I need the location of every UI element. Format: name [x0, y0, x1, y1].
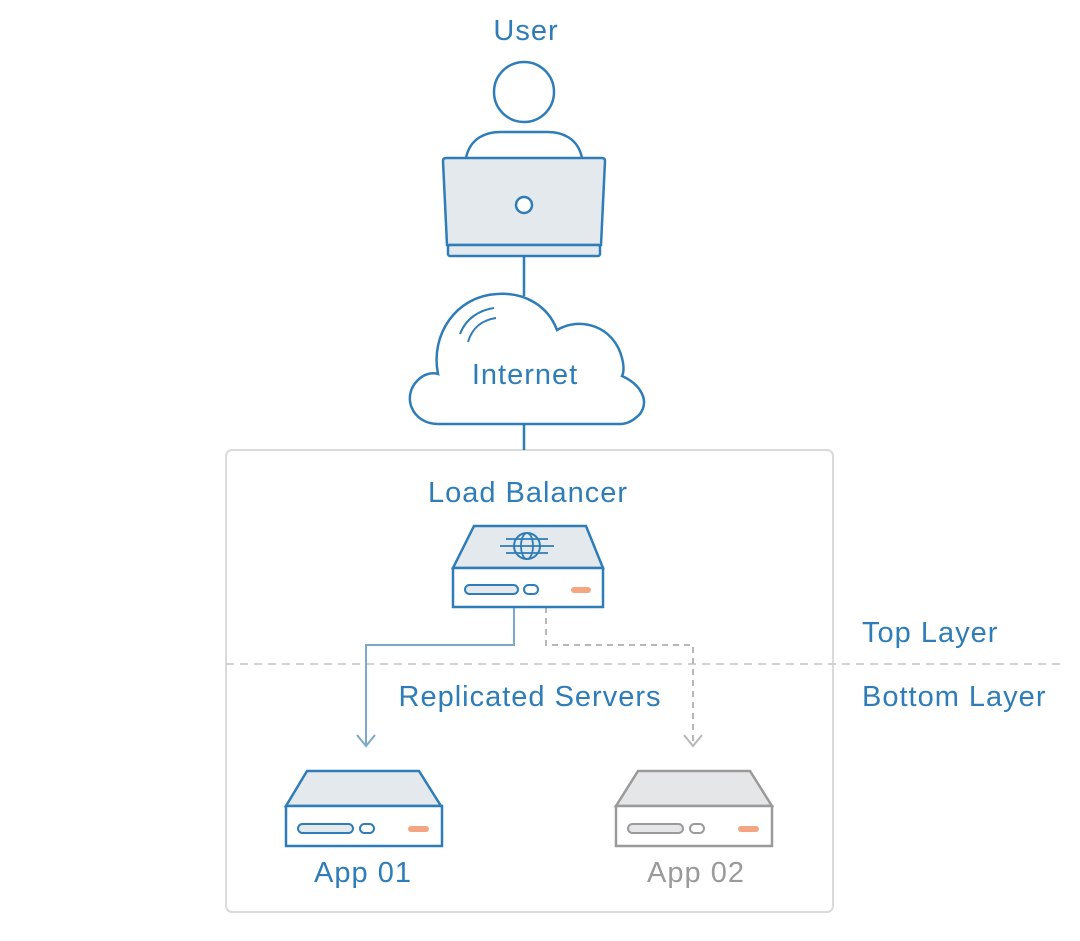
internet-label: Internet: [472, 359, 578, 391]
app02-server-icon: [613, 769, 775, 848]
person-icon: [464, 60, 584, 159]
load-balancer-server-icon: [450, 524, 605, 609]
app01-server-icon: [283, 769, 444, 848]
globe-icon: [500, 532, 554, 560]
app01-label: App 01: [314, 857, 412, 889]
server-group-frame: [225, 449, 834, 913]
load-balancer-label: Load Balancer: [428, 477, 628, 509]
cloud-icon: [408, 292, 646, 426]
user-label: User: [493, 15, 558, 47]
app02-label: App 02: [647, 857, 745, 889]
edge-load-balancer-app01: [356, 607, 515, 748]
top-layer-label: Top Layer: [862, 617, 998, 649]
bottom-layer-label: Bottom Layer: [862, 681, 1046, 713]
replicated-servers-label: Replicated Servers: [399, 681, 662, 713]
edge-load-balancer-app02: [545, 607, 703, 748]
laptop-icon: [441, 156, 607, 258]
